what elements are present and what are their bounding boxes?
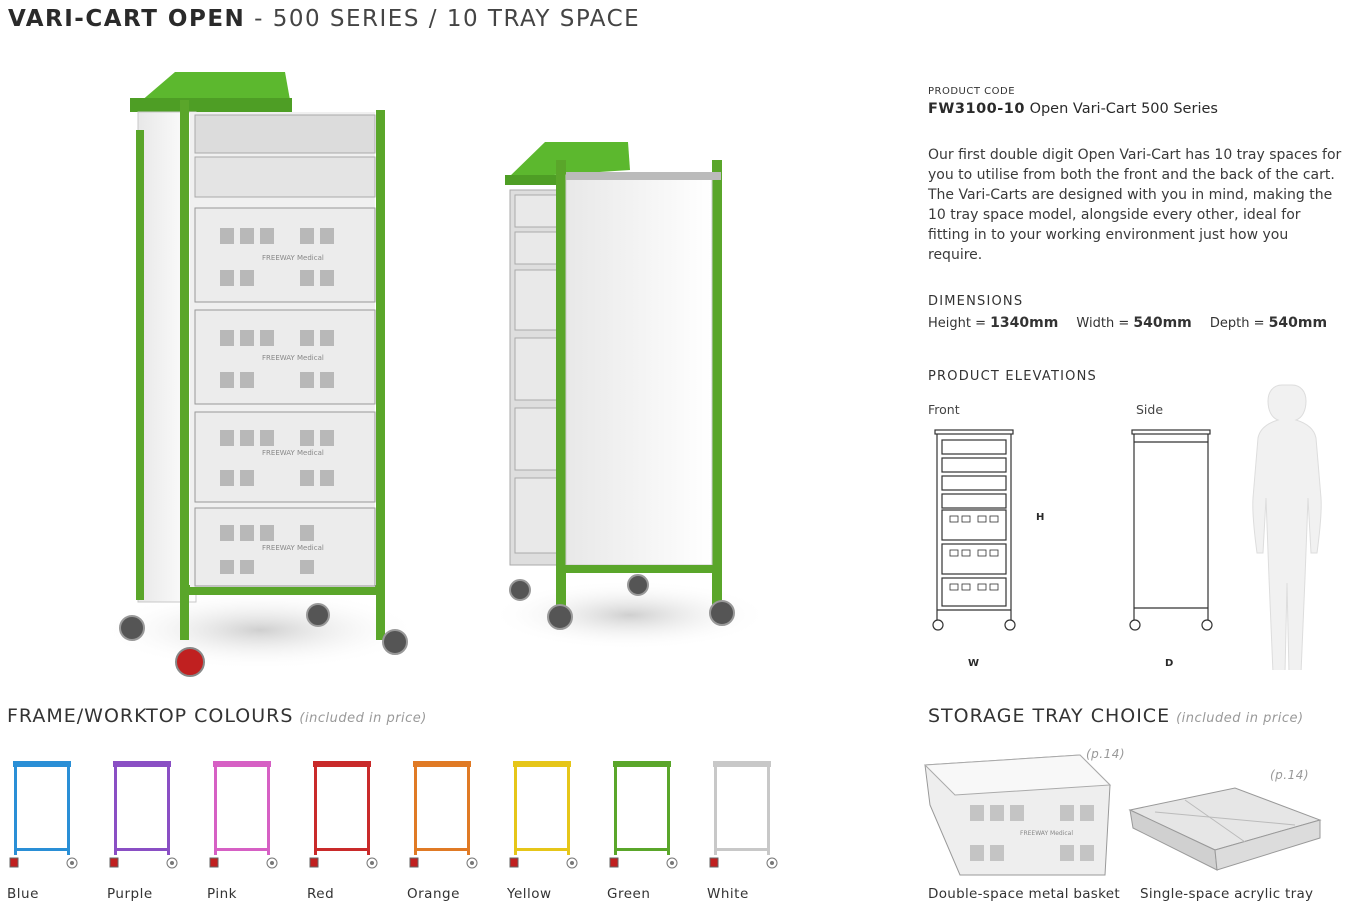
acrylic-page-ref: (p.14): [1270, 768, 1310, 782]
brand-label: FREEWAY Medical: [262, 254, 324, 262]
colours-heading: FRAME/WORKTOP COLOURS(included in price): [7, 705, 427, 727]
side-elevation: [1129, 429, 1213, 631]
front-elevation: [932, 429, 1016, 631]
metal-basket-image: FREEWAY Medical: [923, 754, 1112, 876]
dimensions-values: Height = 1340mm Width = 540mm Depth = 54…: [928, 315, 1341, 331]
colour-swatch-red: [309, 761, 378, 869]
elevation-drawings: [932, 384, 1322, 670]
colour-swatch-blue: [9, 761, 78, 869]
colours-note: (included in price): [299, 711, 427, 726]
colour-swatch-purple: [109, 761, 178, 869]
title-product-name: VARI-CART OPEN: [8, 6, 246, 32]
dimension-depth: Depth = 540mm: [1209, 315, 1328, 331]
product-code: FW3100-10: [928, 101, 1025, 117]
page-title: VARI-CART OPEN - 500 SERIES / 10 TRAY SP…: [8, 6, 640, 32]
colour-swatch-pink: [209, 761, 278, 869]
product-code-label: PRODUCT CODE: [928, 86, 1016, 97]
colour-swatch-white: [709, 761, 778, 869]
front-cart: FREEWAY Medical FREEWAY Medical FREEWAY …: [119, 72, 408, 677]
elevations-heading: PRODUCT ELEVATIONS: [928, 369, 1097, 384]
brand-label: FREEWAY Medical: [262, 544, 324, 552]
colour-label-yellow: Yellow: [507, 886, 552, 902]
acrylic-label: Single-space acrylic tray: [1140, 886, 1314, 902]
colour-swatch-green: [609, 761, 678, 869]
brand-label: FREEWAY Medical: [1020, 830, 1073, 837]
product-name: Open Vari-Cart 500 Series: [1029, 101, 1218, 117]
product-description: Our first double digit Open Vari-Cart ha…: [928, 147, 1342, 263]
human-silhouette: [1252, 384, 1322, 670]
dimension-height: Height = 1340mm: [928, 315, 1059, 331]
colour-swatch-yellow: [509, 761, 578, 869]
colour-label-white: White: [707, 886, 749, 902]
colour-label-orange: Orange: [407, 886, 460, 902]
product-code-line: FW3100-10 Open Vari-Cart 500 Series: [928, 101, 1218, 117]
colour-label-red: Red: [307, 886, 335, 902]
colour-swatch-orange: [409, 761, 478, 869]
title-series: - 500 SERIES / 10 TRAY SPACE: [245, 6, 641, 32]
basket-label: Double-space metal basket: [928, 886, 1120, 902]
depth-marker: D: [1165, 658, 1174, 669]
brand-label: FREEWAY Medical: [262, 354, 324, 362]
dimension-width: Width = 540mm: [1076, 315, 1192, 331]
height-marker: H: [1036, 512, 1045, 523]
front-elevation-label: Front: [928, 402, 960, 417]
dimensions-heading: DIMENSIONS: [928, 294, 1024, 309]
storage-note: (included in price): [1176, 711, 1304, 726]
brake-wheel: [175, 647, 205, 677]
brand-label: FREEWAY Medical: [262, 449, 324, 457]
storage-heading: STORAGE TRAY CHOICE(included in price): [928, 705, 1304, 727]
width-marker: W: [968, 658, 980, 669]
acrylic-tray-image: [1128, 787, 1322, 871]
colour-label-blue: Blue: [7, 886, 39, 902]
basket-page-ref: (p.14): [1086, 747, 1126, 761]
colour-label-pink: Pink: [207, 886, 237, 902]
colour-label-green: Green: [607, 886, 651, 902]
side-elevation-label: Side: [1136, 402, 1164, 417]
colour-label-purple: Purple: [107, 886, 153, 902]
back-cart: [505, 142, 735, 630]
product-hero-image: FREEWAY Medical FREEWAY Medical FREEWAY …: [100, 72, 760, 677]
